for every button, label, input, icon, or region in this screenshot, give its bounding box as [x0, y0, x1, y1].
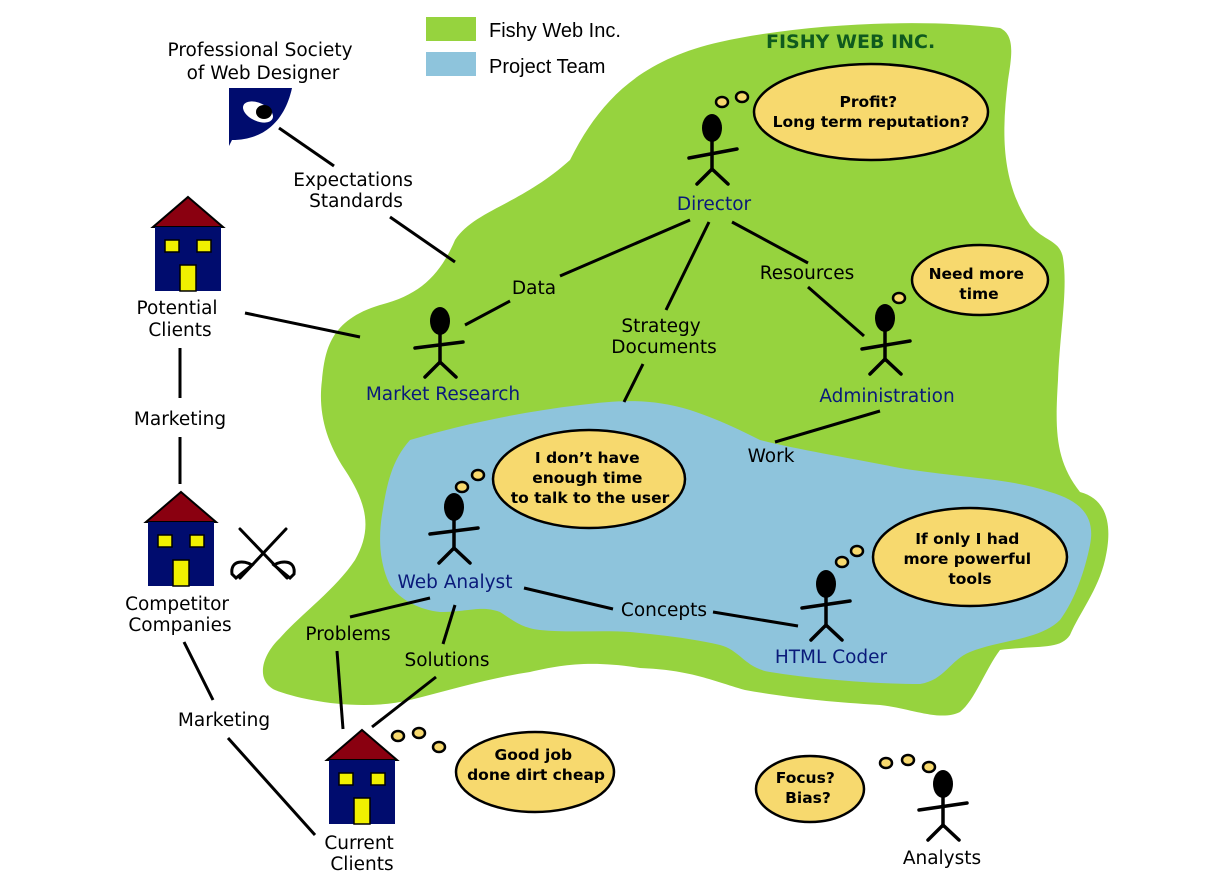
thought-bubble-director [752, 62, 990, 162]
stick-figure-director [687, 114, 739, 186]
thought-bubble-html-coder [871, 506, 1069, 608]
edge-admin-work [774, 409, 881, 444]
stick-figure-administration [860, 304, 912, 376]
relation-problems: Problems [305, 624, 390, 645]
label-society: Professional Society of Web Designer [168, 40, 359, 84]
thought-bubble-web-analyst [491, 428, 687, 530]
edge-expectations-org [389, 215, 456, 264]
relation-solutions: Solutions [404, 650, 489, 671]
edge-concepts-coder [712, 610, 799, 628]
thought-dots [390, 90, 937, 774]
thought-text-director: Profit? Long term reputation? [773, 93, 970, 131]
edge-analyst-solutions [441, 604, 457, 645]
relation-marketing-current: Marketing [178, 710, 270, 731]
thought-text-administration: Need more time [929, 265, 1030, 303]
relation-data: Data [512, 278, 556, 299]
legend-label-org: Fishy Web Inc. [489, 20, 621, 42]
label-analysts: Analysts [903, 848, 981, 869]
label-competitors: Competitor Companies [125, 594, 235, 636]
relation-expectations: Expectations Standards [293, 170, 419, 212]
organization-title: FISHY WEB INC. [766, 31, 935, 53]
edge-marketing-current [226, 736, 317, 837]
edge-competitors-marketing [182, 641, 215, 701]
label-potential-clients: Potential Clients [137, 298, 224, 341]
thought-bubble-administration [910, 243, 1050, 317]
relation-resources: Resources [760, 263, 854, 284]
thought-text-current-clients: Good job done dirt cheap [467, 746, 605, 784]
house-icon-competitors [143, 490, 219, 587]
role-director: Director [677, 194, 752, 215]
house-icon-current-clients [324, 728, 400, 825]
stick-figure-web-analyst [428, 493, 480, 565]
legend-label-team: Project Team [489, 56, 605, 78]
edge-strategy-team [622, 363, 645, 403]
edge-problems-current [335, 650, 345, 730]
edges [178, 126, 881, 837]
stick-figure-market-research [413, 307, 465, 379]
relation-strategy: Strategy Documents [611, 316, 716, 358]
thought-bubble-current-clients [454, 730, 616, 814]
relation-work: Work [748, 446, 795, 467]
label-current-clients: Current Clients [324, 833, 399, 875]
edge-analyst-concepts [523, 586, 614, 611]
thought-text-html-coder: If only I had more powerful tools [903, 530, 1036, 588]
stick-figure-analysts [917, 770, 969, 842]
edge-director-strategy [664, 221, 711, 311]
edge-data-marketresearch [464, 299, 511, 327]
edge-solutions-current [371, 675, 437, 729]
legend-swatch-team [426, 52, 476, 76]
thought-text-analysts: Focus? Bias? [776, 769, 840, 807]
house-icon-potential-clients [150, 195, 226, 292]
legend: Fishy Web Inc. Project Team [426, 17, 621, 78]
crossed-swords-icon [230, 527, 296, 581]
relation-concepts: Concepts [621, 600, 707, 621]
role-administration: Administration [819, 386, 954, 407]
edge-society-expectations [278, 126, 335, 168]
edge-analyst-problems [349, 596, 431, 619]
eye-icon [229, 88, 292, 146]
thought-text-web-analyst: I don’t have enough time to talk to the … [511, 449, 670, 507]
stick-figure-html-coder [800, 570, 852, 642]
role-web-analyst: Web Analyst [398, 572, 513, 593]
edge-resources-admin [807, 285, 865, 338]
legend-swatch-org [426, 17, 476, 41]
thought-bubble-analysts [754, 754, 866, 824]
edge-potential-marketresearch [244, 311, 361, 339]
relation-marketing-potential: Marketing [134, 409, 226, 430]
role-html-coder: HTML Coder [775, 647, 888, 668]
edge-director-resources [731, 220, 809, 265]
edge-director-data [559, 218, 691, 278]
role-market-research: Market Research [366, 384, 520, 405]
